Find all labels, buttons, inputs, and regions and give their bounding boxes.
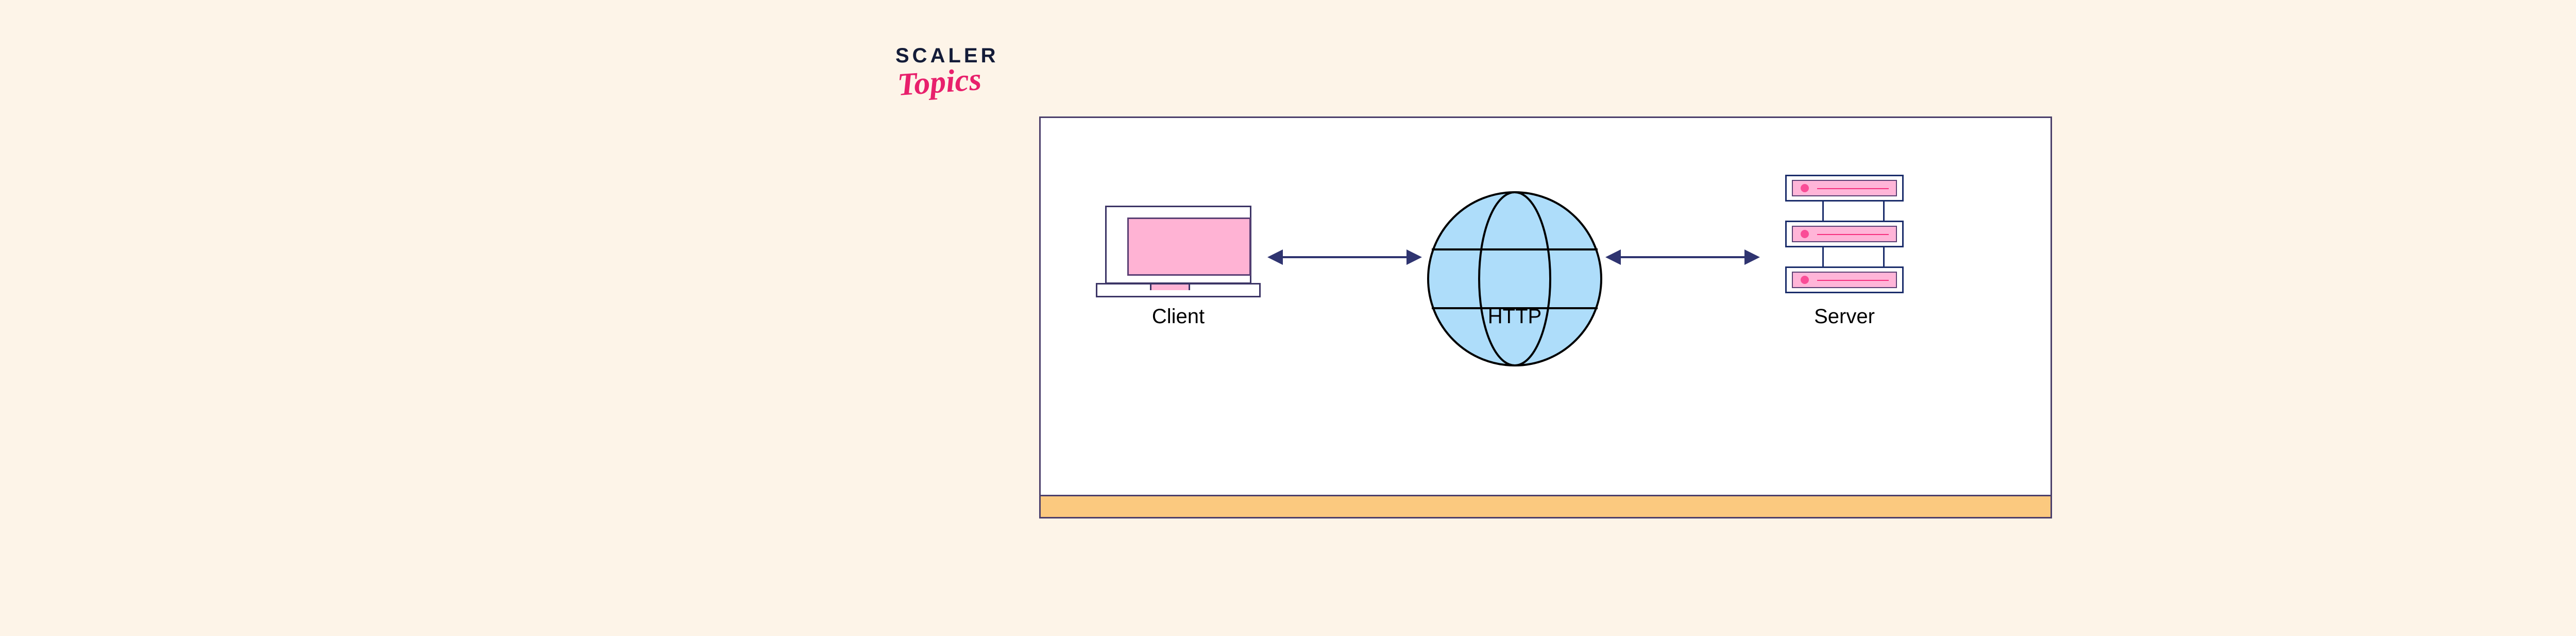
server-led-icon: [1801, 230, 1809, 238]
node-http: [1422, 190, 1607, 367]
diagram-canvas: Client HTTP Server: [1041, 118, 2050, 498]
server-connector: [1883, 246, 1885, 268]
server-led-icon: [1801, 276, 1809, 284]
globe-icon: [1426, 190, 1603, 367]
panel-footer-bar: [1039, 495, 2052, 518]
connector-client-http: [1267, 247, 1422, 267]
node-label-http: HTTP: [1487, 305, 1542, 328]
laptop-lid: [1105, 206, 1251, 284]
diagram-panel: Client HTTP Server: [1039, 116, 2052, 518]
node-client: [1096, 206, 1261, 298]
logo-wordmark-scaler: SCALER: [895, 44, 999, 67]
server-slot-line: [1817, 188, 1889, 189]
server-unit-face: [1792, 226, 1897, 242]
node-label-client: Client: [1151, 305, 1205, 328]
laptop-icon: [1096, 206, 1261, 298]
node-server: [1757, 175, 1932, 293]
server-slot-line: [1817, 234, 1889, 235]
laptop-trackpad: [1150, 283, 1190, 290]
node-label-server: Server: [1814, 305, 1875, 328]
server-unit-face: [1792, 180, 1897, 196]
server-connector: [1822, 246, 1824, 268]
server-unit: [1785, 221, 1904, 247]
server-unit-face: [1792, 272, 1897, 288]
server-connector: [1822, 200, 1824, 222]
server-connector: [1883, 200, 1885, 222]
server-slot-line: [1817, 280, 1889, 281]
connector-http-server: [1605, 247, 1760, 267]
scaler-topics-logo: SCALER Topics: [895, 45, 1050, 118]
server-led-icon: [1801, 184, 1809, 192]
server-unit: [1785, 175, 1904, 202]
server-unit: [1785, 266, 1904, 293]
laptop-screen: [1127, 217, 1251, 276]
server-stack-icon: [1785, 175, 1904, 293]
